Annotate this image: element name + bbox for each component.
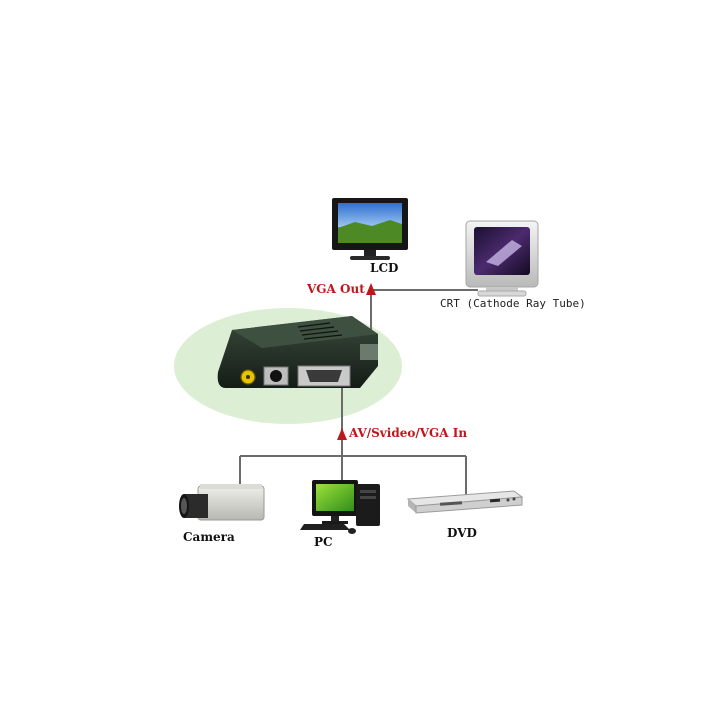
crt-monitor	[465, 220, 539, 297]
camera-device	[179, 484, 265, 521]
dvd-label: DVD	[447, 526, 477, 540]
camera-label: Camera	[183, 530, 235, 544]
lcd-label: LCD	[370, 261, 399, 275]
lcd-monitor	[332, 198, 408, 260]
pc-device	[300, 480, 380, 534]
av-in-arrow	[337, 428, 347, 440]
vga-out-arrow	[366, 283, 376, 295]
vga-out-label: VGA Out	[307, 282, 365, 296]
dvd-device	[406, 490, 524, 514]
av-in-label: AV/Svideo/VGA In	[349, 426, 468, 440]
crt-label: CRT (Cathode Ray Tube)	[440, 297, 586, 310]
pc-label: PC	[314, 535, 333, 549]
vga-converter-box	[217, 316, 378, 388]
